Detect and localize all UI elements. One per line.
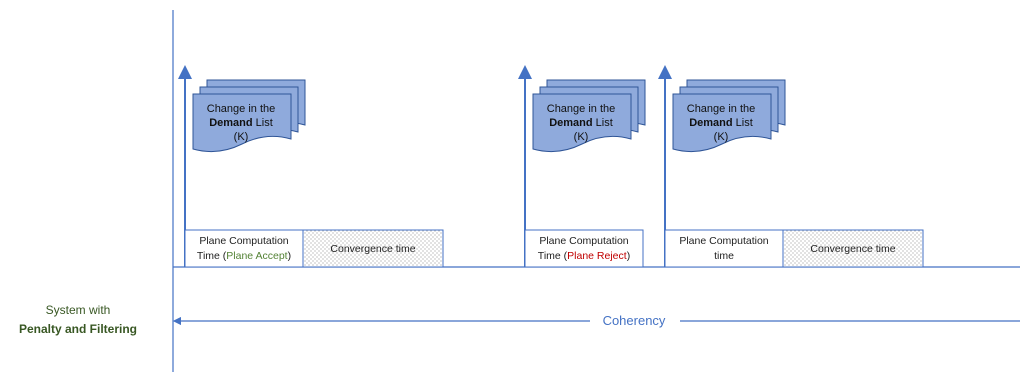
flag-1-line2: Demand List — [209, 117, 273, 129]
flag-1-front — [192, 93, 292, 153]
system-label-line1: System with — [46, 303, 111, 317]
flag-1-line3: (K) — [234, 131, 249, 143]
convergence-box-1 — [302, 229, 444, 268]
convergence-box-3 — [782, 229, 924, 268]
flag-3-line2: Demand List — [689, 117, 753, 129]
event-3: Change in the Demand List (K) Plane Comp… — [658, 65, 924, 268]
flag-2: Change in the Demand List (K) — [532, 79, 646, 153]
event-1: Change in the Demand List (K) Plane Comp… — [178, 65, 444, 268]
flag-2-line1: Change in the — [547, 103, 616, 115]
system-label-line2: Penalty and Filtering — [19, 322, 137, 336]
flag-3: Change in the Demand List (K) — [672, 79, 786, 153]
flag-3-line3: (K) — [714, 131, 729, 143]
flag-1: Change in the Demand List (K) — [192, 79, 306, 153]
flag-2-front — [532, 93, 632, 153]
flag-3-front — [672, 93, 772, 153]
flag-2-line2: Demand List — [549, 117, 613, 129]
convergence-box-1-label: Convergence time — [330, 243, 415, 255]
computation-box-2-line2: Time (Plane Reject) — [538, 250, 630, 262]
event-2: Change in the Demand List (K) Plane Comp… — [518, 65, 646, 268]
flag-1-line1: Change in the — [207, 103, 276, 115]
flag-3-line1: Change in the — [687, 103, 756, 115]
flag-2-line3: (K) — [574, 131, 589, 143]
computation-box-1-line2: Time (Plane Accept) — [197, 250, 291, 262]
computation-box-3-line1: Plane Computation — [679, 235, 768, 247]
computation-box-3-line2: time — [714, 250, 734, 262]
computation-box-2 — [524, 229, 644, 268]
computation-box-2-line1: Plane Computation — [539, 235, 628, 247]
computation-box-1-line1: Plane Computation — [199, 235, 288, 247]
convergence-box-3-label: Convergence time — [810, 243, 895, 255]
coherency-label: Coherency — [603, 313, 666, 328]
computation-box-1 — [184, 229, 304, 268]
